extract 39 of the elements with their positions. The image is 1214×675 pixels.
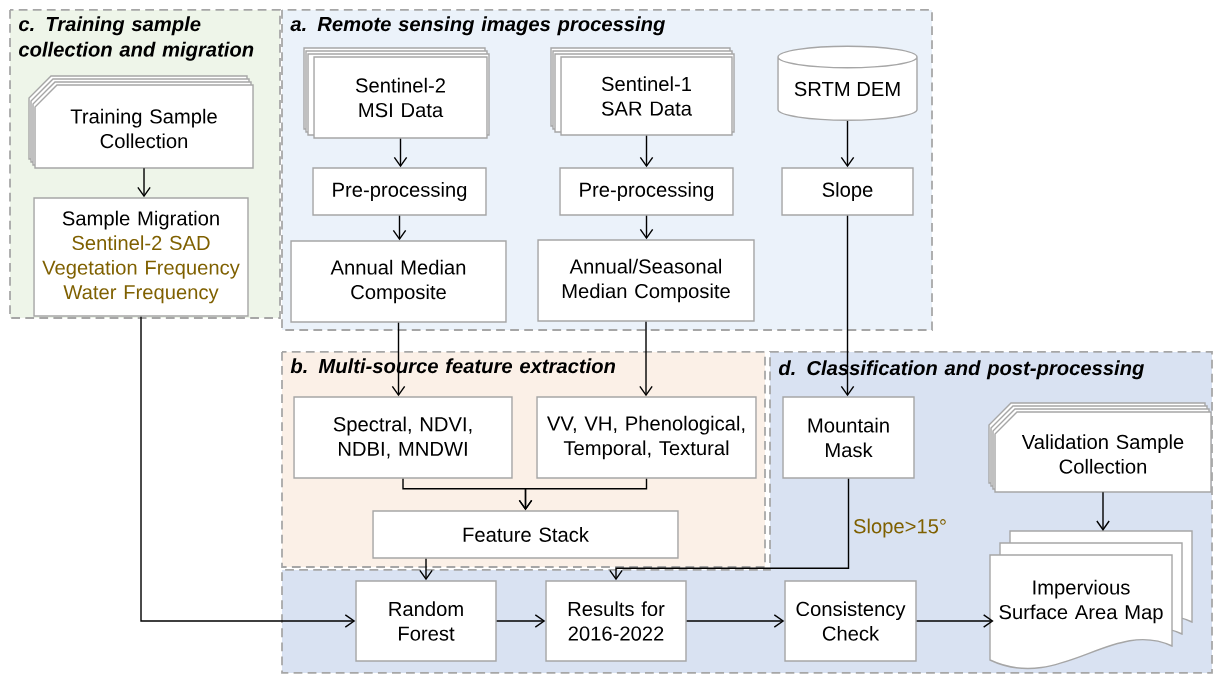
arrow: [391, 322, 406, 397]
arrow: [916, 614, 994, 628]
process-box: Pre-processing: [559, 167, 734, 216]
arrow: [609, 478, 850, 581]
arrow: [1096, 491, 1110, 531]
process-box: Pre-processing: [312, 167, 487, 216]
arrow: [140, 316, 356, 628]
process-box: VV, VH, Phenological, Temporal, Textural: [536, 396, 757, 479]
process-box: Annual Median Composite: [290, 240, 507, 323]
panel-heading: c. Training sample collection and migration: [19, 16, 254, 61]
arrow: [639, 135, 654, 168]
process-box: Spectral, NDVI, NDBI, MNDWI: [293, 396, 513, 479]
process-box: Sample Migration Sentinel-2 SAD Vegetation Frequency Water Frequency: [33, 197, 249, 317]
process-box: Mountain Mask: [782, 396, 915, 479]
document-stack: Validation Sample Collection: [988, 402, 1212, 493]
arrow: [518, 478, 648, 511]
process-box: Slope: [781, 167, 914, 216]
arrow: [496, 614, 546, 628]
arrow: [137, 167, 151, 198]
process-box: Random Forest: [355, 580, 497, 662]
document-stack: Sentinel-1 SAR Data: [550, 47, 735, 136]
arrow: [686, 614, 785, 628]
arrow: [419, 558, 433, 581]
arrow: [639, 321, 653, 397]
process-box: Annual/Seasonal Median Composite: [537, 239, 755, 322]
arrow: [393, 138, 408, 168]
process-box: Results for 2016-2022: [545, 580, 687, 662]
panel-heading: a. Remote sensing images processing: [290, 16, 665, 36]
process-box: Consistency Check: [784, 580, 917, 662]
arrow: [639, 215, 654, 240]
document-stack: Impervious Surface Area Map: [989, 530, 1193, 670]
process-box: Feature Stack: [372, 510, 679, 559]
database-cylinder: SRTM DEM: [777, 45, 918, 121]
arrow: [840, 215, 855, 397]
document-stack: Training Sample Collection: [28, 75, 254, 169]
document-stack: Sentinel-2 MSI Data: [303, 47, 490, 139]
arrow: [840, 120, 855, 168]
arrow: [392, 215, 407, 241]
edge-label: Slope>15°: [853, 518, 946, 538]
